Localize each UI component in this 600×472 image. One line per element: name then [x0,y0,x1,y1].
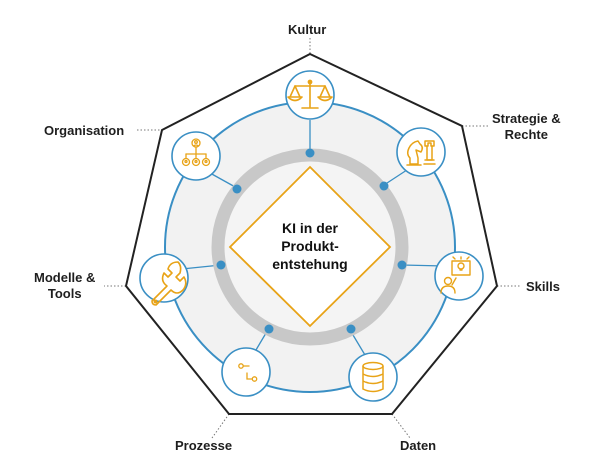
center-title-line-1: KI in der [281,220,338,236]
label-leaders [104,38,520,439]
label-organisation: Organisation [44,123,125,138]
label-daten: Daten [400,438,437,453]
database-icon [362,361,384,393]
chess-pieces-icon [406,140,436,166]
center-diamond [228,165,392,328]
wrench-icon [151,261,187,306]
label-strategie: Strategie & Rechte [492,111,561,143]
label-modelle-line-2: Tools [47,286,82,301]
label-skills: Skills [526,279,560,294]
label-kultur: Kultur [288,22,327,37]
label-strategie-line-2: Rechte [504,127,548,142]
center-title-line-2: Produkt- [281,238,339,254]
label-modelle: Modelle & Tools [34,270,95,302]
center-title: KI in der Produkt- entstehung [255,219,365,273]
scales-icon [287,79,333,109]
label-strategie-line-1: Strategie & [492,111,561,126]
presenter-lightbulb-icon [440,256,471,294]
ring-dots [216,148,407,334]
org-chart-icon [181,138,211,167]
process-flow-icon [238,363,258,382]
label-modelle-line-1: Modelle & [34,270,96,285]
center-title-line-3: entstehung [272,256,348,272]
label-prozesse: Prozesse [175,438,233,453]
